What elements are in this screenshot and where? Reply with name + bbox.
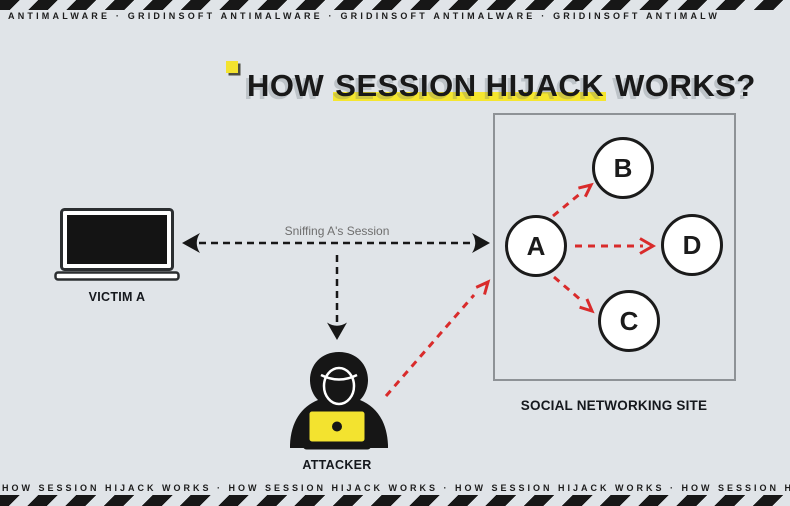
laptop-base [54, 271, 180, 281]
sniffing-session-label: Sniffing A's Session [284, 224, 390, 238]
social-site-box [493, 113, 736, 381]
red-dashed-arrow-icon [384, 279, 491, 397]
node-d: D [661, 214, 723, 276]
site-label: SOCIAL NETWORKING SITE [520, 398, 708, 413]
attacker-label: ATTACKER [302, 458, 372, 472]
hazard-stripes-bottom [0, 495, 790, 506]
laptop-screen [67, 215, 167, 264]
bottom-banner-text: HOW SESSION HIJACK WORKS · HOW SESSION H… [2, 483, 790, 493]
title-pre: HOW [247, 67, 325, 103]
node-a: A [505, 215, 567, 277]
hooded-attacker-icon [290, 352, 388, 450]
laptop-icon [54, 208, 180, 281]
top-banner-text: ANTIMALWARE · GRIDINSOFT ANTIMALWARE · G… [8, 11, 721, 21]
attacker-laptop-logo [332, 421, 342, 432]
hazard-stripes-top [0, 0, 790, 10]
yellow-square-icon [226, 61, 238, 73]
title-highlight: SESSION HIJACK [333, 67, 607, 103]
victim-label: VICTIM A [88, 290, 146, 304]
attacker-face [322, 366, 356, 406]
node-b: B [592, 137, 654, 199]
attacker-mask-line [320, 373, 358, 381]
title-post: WORKS? [615, 67, 756, 103]
down-dashed-arrow-icon [327, 255, 347, 340]
attacker-body [290, 352, 388, 448]
laptop-screen-frame [60, 208, 174, 271]
attacker-laptop-lid [306, 408, 368, 445]
node-c: C [598, 290, 660, 352]
attacker-laptop-base [303, 442, 371, 450]
